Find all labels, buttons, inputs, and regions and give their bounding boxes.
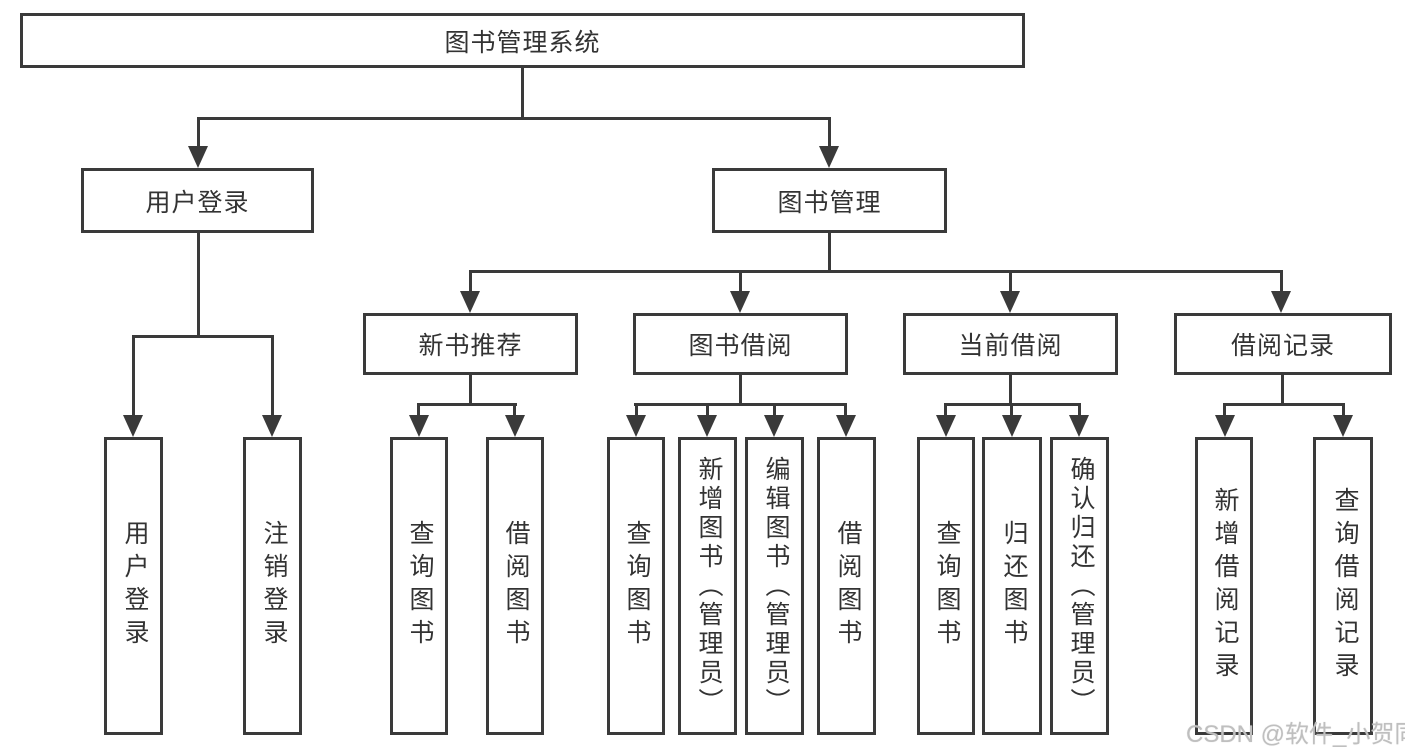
watermark: CSDN @软件_小贺同学	[1186, 721, 1405, 747]
connector-line	[844, 403, 847, 417]
leaf-query-borrow-record: 查询借阅记录	[1313, 437, 1373, 735]
connector-line	[1078, 403, 1081, 417]
arrow-down-icon	[1000, 291, 1020, 313]
connector-line	[1281, 375, 1284, 403]
arrow-down-icon	[819, 146, 839, 168]
connector-line	[197, 233, 200, 335]
connector-line	[635, 403, 638, 417]
connector-line	[773, 403, 776, 417]
arrow-down-icon	[123, 415, 143, 437]
leaf-add-borrow-record: 新增借阅记录	[1195, 437, 1253, 735]
arrow-down-icon	[697, 415, 717, 437]
connector-line	[197, 117, 831, 120]
connector-line	[417, 403, 517, 406]
leaf-query-books-current: 查询图书	[917, 437, 975, 735]
connector-line	[828, 233, 831, 270]
connector-line	[739, 270, 742, 291]
connector-line	[132, 335, 135, 415]
connector-line	[1223, 403, 1345, 406]
node-current-borrowing: 当前借阅	[903, 313, 1118, 375]
connector-line	[469, 375, 472, 403]
arrow-down-icon	[764, 415, 784, 437]
node-book-borrowing: 图书借阅	[633, 313, 848, 375]
connector-line	[634, 403, 847, 406]
arrow-down-icon	[1069, 415, 1089, 437]
node-book-management: 图书管理	[712, 168, 947, 233]
arrow-down-icon	[1333, 415, 1353, 437]
leaf-logout: 注销登录	[243, 437, 302, 735]
connector-line	[469, 270, 1283, 273]
arrow-down-icon	[1002, 415, 1022, 437]
connector-line	[1342, 403, 1345, 417]
connector-line	[1223, 403, 1226, 417]
connector-line	[521, 68, 524, 117]
connector-line	[469, 270, 472, 291]
node-new-book-recommend: 新书推荐	[363, 313, 578, 375]
arrow-down-icon	[409, 415, 429, 437]
connector-line	[1280, 270, 1283, 291]
arrow-down-icon	[730, 291, 750, 313]
leaf-query-books-recommend: 查询图书	[390, 437, 448, 735]
arrow-down-icon	[626, 415, 646, 437]
connector-line	[197, 117, 200, 148]
node-user-login: 用户登录	[81, 168, 314, 233]
leaf-query-books-borrowing: 查询图书	[607, 437, 665, 735]
arrow-down-icon	[460, 291, 480, 313]
connector-line	[417, 403, 420, 417]
leaf-return-book: 归还图书	[982, 437, 1042, 735]
connector-line	[706, 403, 709, 417]
node-library-system: 图书管理系统	[20, 13, 1025, 68]
connector-line	[513, 403, 516, 417]
connector-line	[944, 403, 947, 417]
connector-line	[1009, 375, 1012, 403]
arrow-down-icon	[1215, 415, 1235, 437]
connector-line	[1009, 270, 1012, 291]
connector-line	[271, 335, 274, 415]
connector-line	[828, 117, 831, 148]
leaf-add-book-admin: 新增图书（管理员）	[678, 437, 737, 735]
arrow-down-icon	[188, 146, 208, 168]
arrow-down-icon	[836, 415, 856, 437]
connector-line	[1010, 403, 1013, 417]
connector-line	[739, 375, 742, 403]
leaf-borrow-books-recommend: 借阅图书	[486, 437, 544, 735]
arrow-down-icon	[505, 415, 525, 437]
leaf-user-login: 用户登录	[104, 437, 163, 735]
arrow-down-icon	[936, 415, 956, 437]
connector-line	[132, 335, 274, 338]
leaf-borrow-books-borrowing: 借阅图书	[817, 437, 876, 735]
arrow-down-icon	[262, 415, 282, 437]
arrow-down-icon	[1271, 291, 1291, 313]
leaf-edit-book-admin: 编辑图书（管理员）	[745, 437, 804, 735]
leaf-confirm-return-admin: 确认归还（管理员）	[1050, 437, 1109, 735]
node-borrowing-records: 借阅记录	[1174, 313, 1392, 375]
